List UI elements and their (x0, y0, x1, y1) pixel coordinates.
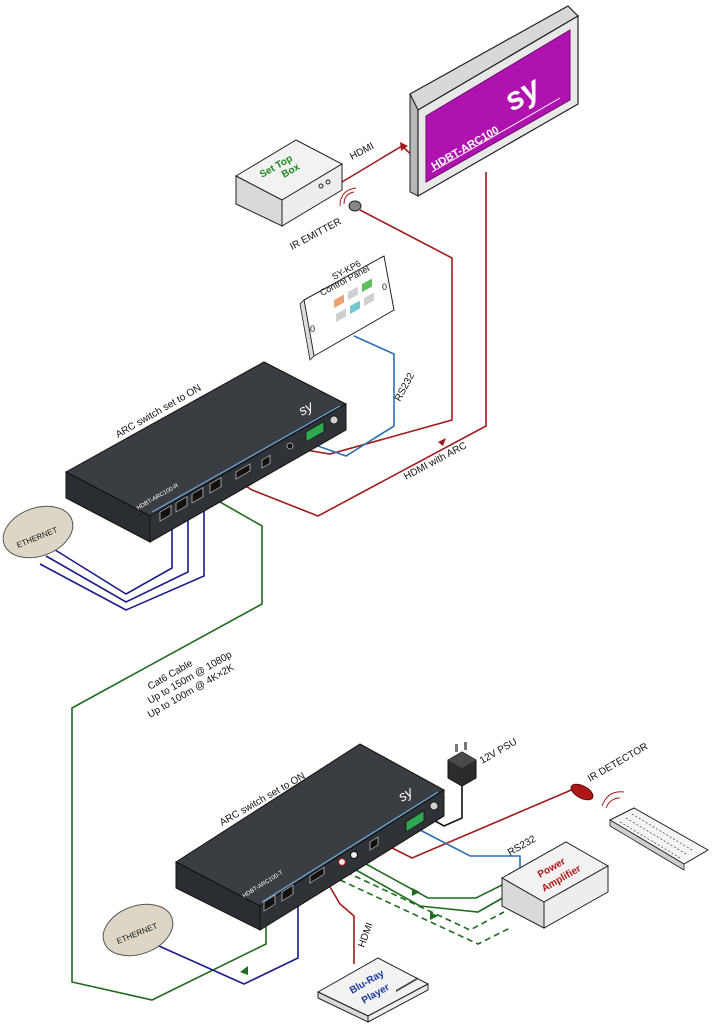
transmitter-power-port-icon (429, 801, 439, 811)
ethernet-cable-r3 (39, 500, 205, 611)
audio-cable-2 (355, 869, 507, 913)
transmitter-audio-jack-icon-1 (337, 857, 347, 867)
ir-detector-label: IR DETECTOR (586, 741, 650, 784)
ir-detector-device (570, 783, 594, 801)
tv-display: sy HDBT-ARC100 (409, 5, 579, 198)
keypad-screw-right: 0 (382, 282, 387, 292)
keypad-button-5 (350, 300, 360, 314)
receiver-ethernet-port-1 (159, 505, 172, 522)
receiver-power-port-icon (329, 415, 339, 425)
audio-cable-1 (365, 863, 505, 899)
rs232-cable-top (317, 335, 395, 457)
bluray-disc-slot-icon (396, 977, 418, 992)
hdmi-tv-label: HDMI (348, 141, 376, 163)
bluray-player: Blu-Ray Player (316, 957, 430, 1023)
hdmi-bluray-label: HDMI (356, 921, 375, 949)
power-amplifier: Power Amplifier (500, 841, 610, 929)
rs232-bottom-label: RS232 (506, 834, 538, 859)
psu-cable (429, 784, 463, 827)
ethernet-cable-r2 (45, 506, 189, 603)
receiver-ir-port (261, 454, 271, 469)
arrow-hdmi-arc (438, 438, 446, 446)
ir-emitter-cable (305, 209, 453, 455)
audio-cable-3 (345, 871, 505, 931)
audio-cable-4 (339, 879, 511, 945)
receiver-hdmi-port (235, 463, 251, 480)
hdmi-arc-label: HDMI with ARC (402, 440, 468, 482)
psu-label: 12V PSU (478, 737, 519, 767)
receiver-ethernet-network: ETHERNET (2, 505, 74, 559)
receiver-audio-jack-icon (286, 442, 294, 450)
receiver-ethernet-port-2 (175, 496, 188, 513)
stb-led-icon (318, 183, 324, 189)
transmitter-hdbt-port (281, 884, 294, 902)
receiver-unit: sy HDBT-ARC100-R (64, 361, 348, 543)
transmitter-ethernet-port (263, 894, 276, 912)
cat6-cable (71, 501, 267, 1001)
arrow-hdmi-tv (400, 142, 408, 151)
transmitter-unit: sy HDBT-ARC100-T (175, 743, 445, 931)
psu-plug-icon-2 (464, 742, 467, 750)
receiver-hdbt-port (209, 477, 222, 494)
transmitter-rs232-terminal (405, 810, 425, 833)
set-top-box: Set Top Box (234, 139, 344, 227)
keypad-screw-left: 0 (310, 324, 315, 334)
hdmi-cable-bluray (325, 879, 355, 964)
keypad-button-1 (334, 294, 344, 308)
rs232-cable-bottom (419, 829, 521, 872)
remote-signal-icon (601, 791, 625, 809)
hdmi-arc-cable (239, 172, 487, 517)
psu-adapter (447, 742, 477, 787)
ethernet-cable-t (149, 906, 299, 985)
ir-emitter-device (339, 187, 362, 212)
ir-detector-cable (391, 787, 577, 859)
transmitter-ethernet-network: ETHERNET (102, 903, 174, 957)
control-panel: 0 0 (299, 255, 395, 361)
keypad-button-4 (336, 308, 346, 322)
ir-emitter-label: IR EMITTER (288, 216, 343, 252)
keypad-button-2 (348, 286, 358, 300)
transmitter-ir-port (369, 836, 379, 851)
remote-control-icon (601, 791, 710, 871)
ethernet-cable-r1 (51, 512, 173, 595)
arrow-cat6 (240, 966, 248, 975)
psu-plug-icon (455, 744, 458, 752)
keypad-button-3 (362, 278, 372, 292)
transmitter-audio-jack-icon-2 (350, 851, 358, 859)
ir-signal-icon (339, 187, 357, 207)
rs232-top-label: RS232 (393, 371, 417, 404)
keypad-button-6 (364, 292, 374, 306)
arrow-audio-1 (412, 888, 420, 896)
receiver-rs232-terminal (305, 420, 325, 443)
receiver-ethernet-port-3 (191, 487, 204, 504)
arrow-audio-2 (430, 912, 438, 920)
transmitter-hdmi-port (309, 866, 325, 884)
stb-led-icon-2 (325, 179, 331, 185)
